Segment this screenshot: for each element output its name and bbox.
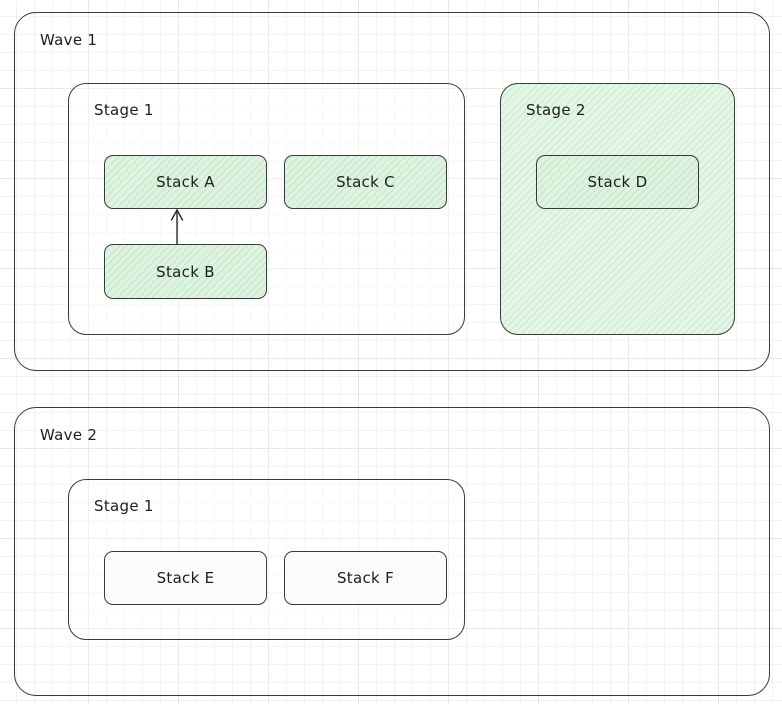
wave-1-stage-2-label: Stage 2 [526,101,586,119]
stack-e-label: Stack E [156,569,215,587]
stack-b[interactable]: Stack B [104,244,267,299]
stack-c-label: Stack C [336,173,395,191]
stack-f-label: Stack F [336,569,395,587]
stack-c[interactable]: Stack C [284,155,447,209]
stack-e[interactable]: Stack E [104,551,267,605]
wave-1-stage-2-container[interactable] [500,83,735,335]
stack-a[interactable]: Stack A [104,155,267,209]
stack-d-label: Stack D [587,173,648,191]
wave-1-label: Wave 1 [40,31,98,49]
wave-1-stage-1-label: Stage 1 [94,101,154,119]
wave-2-label: Wave 2 [40,426,98,444]
stack-d[interactable]: Stack D [536,155,699,209]
stack-b-label: Stack B [156,262,215,281]
stack-a-label: Stack A [156,173,215,191]
wave-2-stage-1-label: Stage 1 [94,497,154,515]
stack-f[interactable]: Stack F [284,551,447,605]
dependency-arrow-b-to-a [170,209,184,245]
